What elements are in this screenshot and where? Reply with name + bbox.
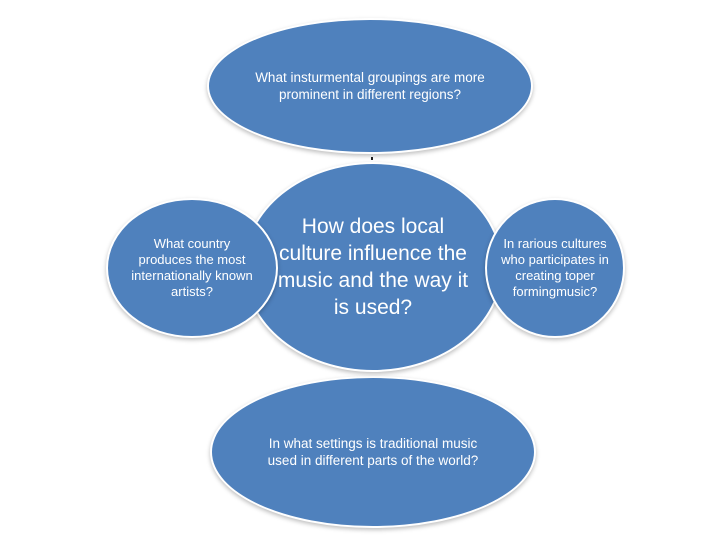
left-question-node: What country produces the most internati…	[106, 198, 278, 338]
top-question-node: What insturmental groupings are more pro…	[207, 18, 533, 154]
central-question-text: How does local culture influence the mus…	[277, 215, 469, 319]
right-question-node: In rarious cultures who participates in …	[485, 198, 625, 338]
right-question-text: In rarious cultures who participates in …	[501, 236, 609, 299]
left-question-text: What country produces the most internati…	[131, 236, 253, 299]
top-question-text: What insturmental groupings are more pro…	[255, 70, 485, 102]
connector-dot	[371, 157, 373, 160]
bottom-question-text: In what settings is traditional music us…	[267, 436, 479, 468]
central-question-node: How does local culture influence the mus…	[243, 162, 503, 372]
bottom-question-node: In what settings is traditional music us…	[210, 376, 536, 528]
